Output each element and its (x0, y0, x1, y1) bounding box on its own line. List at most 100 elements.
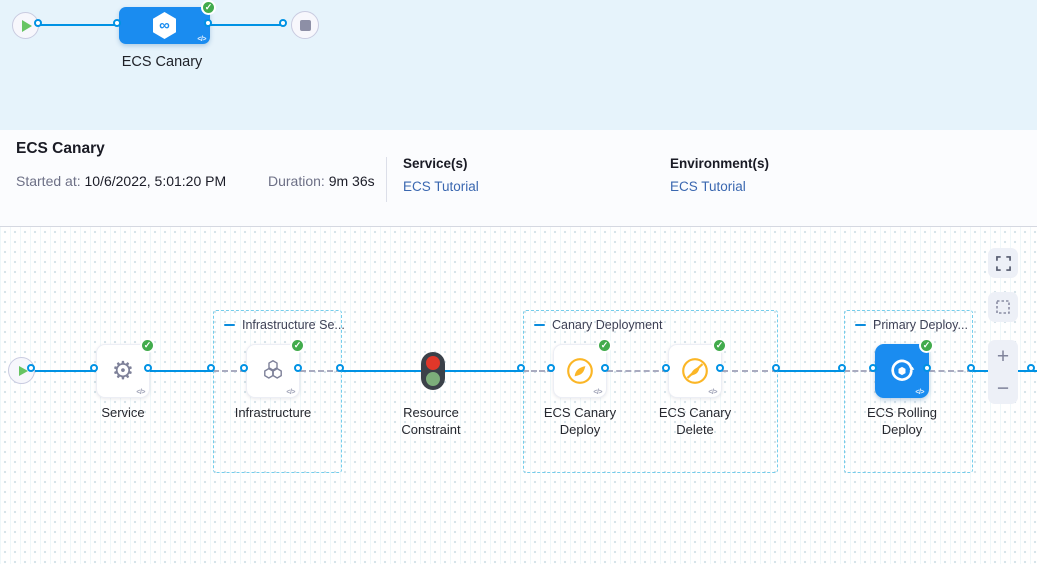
zoom-in-button[interactable]: + (988, 340, 1018, 372)
fullscreen-button[interactable] (988, 248, 1018, 278)
check-glyph: ✓ (293, 340, 302, 350)
check-glyph: ✓ (600, 340, 609, 350)
ecs-rolling-icon (891, 359, 915, 381)
check-glyph: ✓ (204, 2, 213, 12)
connector-port (203, 18, 212, 27)
pipeline-stage-icon: ∞ (153, 12, 176, 39)
zoom-controls: + − (988, 340, 1018, 404)
connector-port (26, 364, 35, 372)
services-label: Service(s) (403, 156, 468, 171)
code-icon: </> (708, 389, 717, 396)
canary-delete-icon (682, 358, 708, 384)
connector-port (600, 364, 609, 372)
stage-label: ECS Canary (121, 54, 203, 70)
group-title: Primary Deploy... (873, 318, 968, 332)
infinity-glyph: ∞ (159, 17, 170, 34)
edge-line (342, 369, 423, 373)
code-icon: </> (915, 389, 924, 396)
execution-title: ECS Canary (16, 140, 105, 157)
group-header: Primary Deploy... (855, 318, 968, 332)
infrastructure-hexagons-icon (264, 360, 282, 379)
connector-port (546, 364, 555, 372)
connector-port (715, 364, 724, 372)
check-glyph: ✓ (715, 340, 724, 350)
minus-icon: − (996, 376, 1010, 400)
group-canary-deployment[interactable]: Canary Deployment (523, 310, 778, 473)
gear-glyph: ⚙ (111, 356, 135, 385)
started-at: Started at: 10/6/2022, 5:01:20 PM (16, 173, 226, 189)
success-check-icon: ✓ (919, 338, 934, 353)
edge-line (150, 369, 213, 373)
node-resource-constraint[interactable] (421, 352, 445, 390)
code-glyph: </> (915, 389, 924, 396)
code-glyph: </> (136, 389, 145, 396)
success-check-icon: ✓ (712, 338, 727, 353)
success-check-icon: ✓ (597, 338, 612, 353)
connector-port (837, 364, 846, 372)
collapse-icon[interactable] (224, 323, 235, 327)
dashed-edge-line (844, 370, 875, 372)
marquee-selection-icon (996, 300, 1010, 314)
node-label: ECS Canary Deploy (543, 405, 617, 437)
canary-deploy-icon (567, 358, 593, 384)
success-check-icon: ✓ (290, 338, 305, 353)
connector-port (1026, 364, 1035, 372)
node-service[interactable]: ⚙ ✓ </> (96, 338, 155, 398)
code-glyph: </> (286, 389, 295, 396)
dashed-edge-line (213, 370, 246, 372)
node-label: Service (101, 405, 145, 420)
play-icon (18, 365, 28, 376)
collapse-icon[interactable] (855, 323, 866, 327)
dashed-edge-line (523, 370, 553, 372)
stage-graph-banner: ∞ ✓ </> ECS Canary (0, 0, 1037, 130)
code-icon: </> (136, 389, 145, 396)
duration-value: 9m 36s (324, 173, 375, 189)
group-infrastructure[interactable]: Infrastructure Se... (213, 310, 345, 473)
connector-port (771, 364, 780, 372)
divider (386, 157, 387, 202)
environments-label: Environment(s) (670, 156, 770, 171)
success-check-icon: ✓ (201, 0, 216, 15)
plus-icon: + (996, 344, 1010, 368)
execution-graph-canvas[interactable]: Infrastructure Se... Canary Deployment P… (0, 227, 1037, 564)
node-infrastructure[interactable]: ✓ </> (246, 338, 305, 398)
green-light-icon (426, 372, 440, 386)
connector-port (278, 18, 287, 27)
edge-line (778, 369, 844, 373)
zoom-out-button[interactable]: − (988, 372, 1018, 404)
services-link[interactable]: ECS Tutorial (403, 179, 479, 194)
edge-line (210, 23, 285, 27)
stage-node-ecs-canary[interactable]: ∞ ✓ </> (119, 0, 216, 44)
stage-end-button[interactable] (291, 11, 319, 39)
group-primary-deployment[interactable]: Primary Deploy... (844, 310, 973, 473)
dashed-edge-line (607, 370, 668, 372)
code-icon: </> (286, 389, 295, 396)
red-light-icon (426, 356, 440, 370)
node-ecs-canary-deploy[interactable]: ✓ </> (553, 338, 612, 398)
selection-mode-button[interactable] (988, 292, 1018, 322)
edge-line (40, 23, 119, 27)
success-check-icon: ✓ (140, 338, 155, 353)
group-header: Canary Deployment (534, 318, 662, 332)
node-label: ECS Canary Delete (658, 405, 732, 437)
dashed-edge-line (929, 370, 973, 372)
node-label: Resource Constraint (401, 405, 461, 437)
gear-icon: ⚙ (111, 356, 135, 385)
started-at-value: 10/6/2022, 5:01:20 PM (80, 173, 227, 189)
code-glyph: </> (708, 389, 717, 396)
stop-icon (299, 19, 311, 31)
connector-port (293, 364, 302, 372)
collapse-icon[interactable] (534, 323, 545, 327)
code-icon: </> (197, 36, 206, 43)
dashed-edge-line (300, 370, 342, 372)
group-title: Canary Deployment (552, 318, 663, 332)
duration-label: Duration: (268, 173, 325, 189)
node-ecs-canary-delete[interactable]: ✓ </> (668, 338, 727, 398)
node-ecs-rolling-deploy[interactable]: ✓ </> (875, 338, 934, 398)
connector-port (33, 18, 42, 27)
play-icon (22, 19, 32, 32)
connector-port (143, 364, 152, 372)
fullscreen-icon (995, 255, 1011, 271)
environments-link[interactable]: ECS Tutorial (670, 179, 746, 194)
